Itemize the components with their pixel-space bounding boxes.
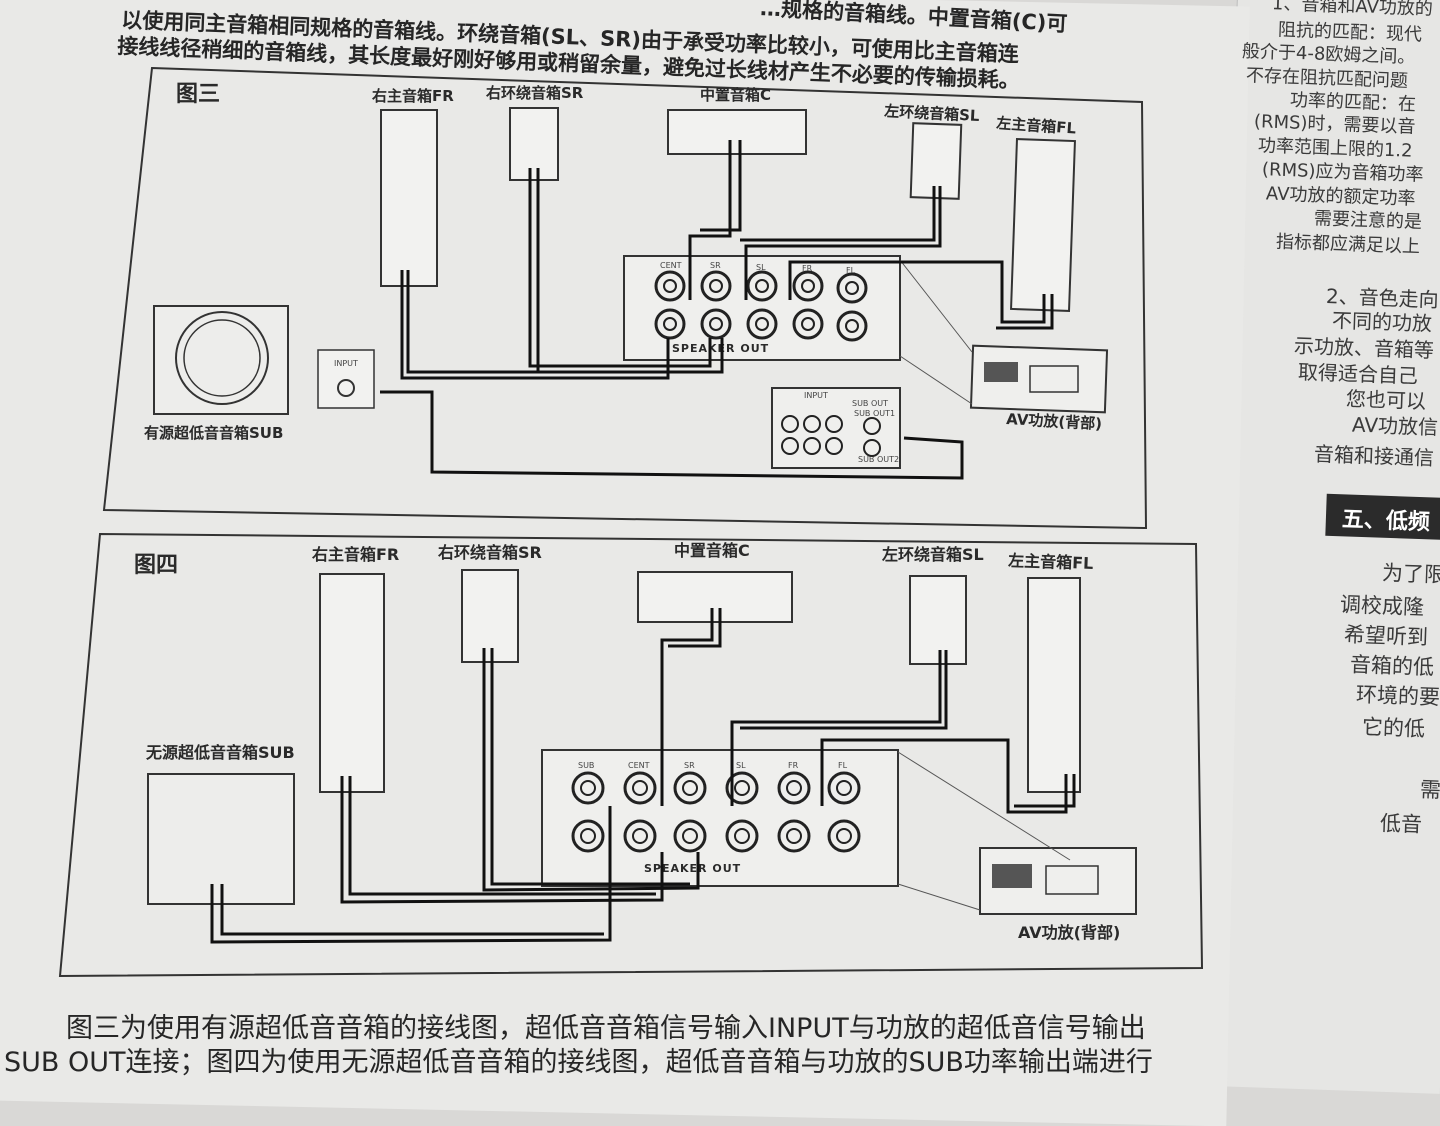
facing-page-line: 调校成隆: [1339, 592, 1425, 620]
fig3-label-c: 中置音箱C: [700, 86, 771, 104]
fig3-sub-out1-label: SUB OUT1: [854, 409, 895, 418]
fig4-speaker-out-label: SPEAKER OUT: [644, 862, 741, 875]
fig4-terminals: [571, 771, 861, 853]
fig4-label-fr: 右主音箱FR: [312, 545, 399, 564]
fig3-label-sr: 右环绕音箱SR: [486, 84, 584, 102]
fig3-speaker-fr: [380, 109, 438, 287]
fig3-term-fr: FR: [802, 264, 813, 273]
figure-4-title: 图四: [134, 553, 178, 578]
facing-page-line: 音箱的低: [1349, 652, 1435, 680]
fig4-zoom-line-bottom: [897, 883, 981, 911]
fig4-speaker-sl: [909, 575, 967, 665]
fig4-term-sl: SL: [736, 761, 746, 770]
fig3-input-small: INPUT: [804, 391, 828, 400]
fig3-label-fl: 左主音箱FL: [995, 114, 1077, 138]
caption-line-1: 图三为使用有源超低音音箱的接线图，超低音音箱信号输入INPUT与功放的超低音信号…: [66, 1013, 1146, 1044]
fig4-label-sr: 右环绕音箱SR: [438, 543, 542, 562]
fig4-label-fl: 左主音箱FL: [1007, 551, 1094, 573]
fig3-term-sl: SL: [756, 263, 766, 272]
fig4-term-cent: CENT: [628, 761, 650, 770]
fig3-label-fr: 右主音箱FR: [372, 87, 454, 105]
fig3-label-sl: 左环绕音箱SL: [883, 102, 981, 125]
facing-page-line: 需: [1419, 777, 1440, 803]
fig3-amp-terminals: [1029, 365, 1079, 393]
facing-page-line: 希望听到: [1343, 622, 1429, 650]
fig4-speaker-fl: [1027, 577, 1081, 793]
fig3-rca-jacks: [781, 415, 881, 457]
fig4-label-sub: 无源超低音音箱SUB: [145, 743, 295, 762]
figure-3-title: 图三: [176, 82, 220, 107]
fig4-zoom-line-top: [897, 751, 1071, 861]
fig4-label-sl: 左环绕音箱SL: [881, 545, 984, 564]
fig4-label-c: 中置音箱C: [674, 541, 750, 560]
fig3-speaker-out-label: SPEAKER OUT: [672, 342, 769, 355]
facing-page-line: 环境的要: [1355, 682, 1440, 710]
fig3-sub-input-label: INPUT: [334, 359, 358, 368]
fig4-speaker-c: [637, 571, 793, 623]
facing-page-line: 指标都应满足以上: [1275, 231, 1421, 258]
fig3-speaker-c: [667, 109, 807, 155]
fig4-speaker-fr: [319, 573, 385, 793]
fig3-term-sr: SR: [710, 261, 721, 270]
fig3-sub-driver-inner: [183, 319, 261, 397]
fig3-term-cent: CENT: [660, 261, 682, 270]
fig4-amp-fan: [992, 864, 1032, 888]
figure-3-frame: [102, 66, 1148, 530]
facing-page-heading: 五、低频: [1325, 493, 1440, 541]
fig3-sub-out2-label: SUB OUT2: [858, 455, 899, 464]
fig3-label-sub: 有源超低音音箱SUB: [144, 424, 283, 442]
facing-page-line: 低音: [1379, 811, 1423, 837]
caption-line-2: SUB OUT连接；图四为使用无源超低音音箱的接线图，超低音音箱与功放的SUB功…: [4, 1047, 1153, 1078]
facing-page-line: AV功放信: [1351, 412, 1439, 440]
fig3-sub-input-jack: [337, 379, 355, 397]
fig3-speaker-sr: [509, 107, 559, 181]
fig4-term-fl: FL: [838, 761, 848, 770]
wiring-diagrams: 图三 右主音箱FR 右环绕音箱SR 中置音箱C 左环绕音箱SL 左主音箱FL I…: [58, 66, 1204, 978]
fig4-label-amp: AV功放(背部): [1018, 923, 1120, 942]
fig3-zoom-line-top: [899, 259, 973, 353]
facing-page-line: 它的低: [1361, 714, 1426, 742]
fig3-active-sub: [153, 305, 289, 415]
figure-4-frame: [58, 532, 1204, 978]
fig3-sub-out-label: SUB OUT: [852, 399, 888, 408]
fig3-speaker-fl: [1010, 138, 1076, 312]
fig4-term-sub: SUB: [578, 761, 594, 770]
fig3-wires: [380, 140, 1054, 480]
fig3-amp-fan: [984, 362, 1018, 382]
fig3-terminals: [654, 270, 868, 342]
fig3-term-fl: FL: [846, 266, 856, 275]
fig3-zoom-line-bottom: [899, 355, 973, 405]
fig3-label-amp: AV功放(背部): [1006, 410, 1103, 433]
facing-page-line: 音箱和接通信: [1313, 441, 1435, 471]
fig4-term-sr: SR: [684, 761, 695, 770]
facing-page-line: 为了限: [1381, 560, 1440, 588]
fig4-amp-terminals: [1045, 865, 1099, 895]
fig4-passive-sub: [147, 773, 295, 905]
fig4-speaker-sr: [461, 569, 519, 663]
figure-4: 图四 右主音箱FR 右环绕音箱SR 中置音箱C 左环绕音箱SL 左主音箱FL 无…: [58, 532, 1204, 978]
fig3-sub-driver-outer: [175, 311, 269, 405]
fig3-speaker-sl: [909, 122, 963, 200]
fig4-term-fr: FR: [788, 761, 799, 770]
fig4-wires: [210, 608, 1076, 944]
figure-3: 图三 右主音箱FR 右环绕音箱SR 中置音箱C 左环绕音箱SL 左主音箱FL I…: [102, 66, 1148, 530]
